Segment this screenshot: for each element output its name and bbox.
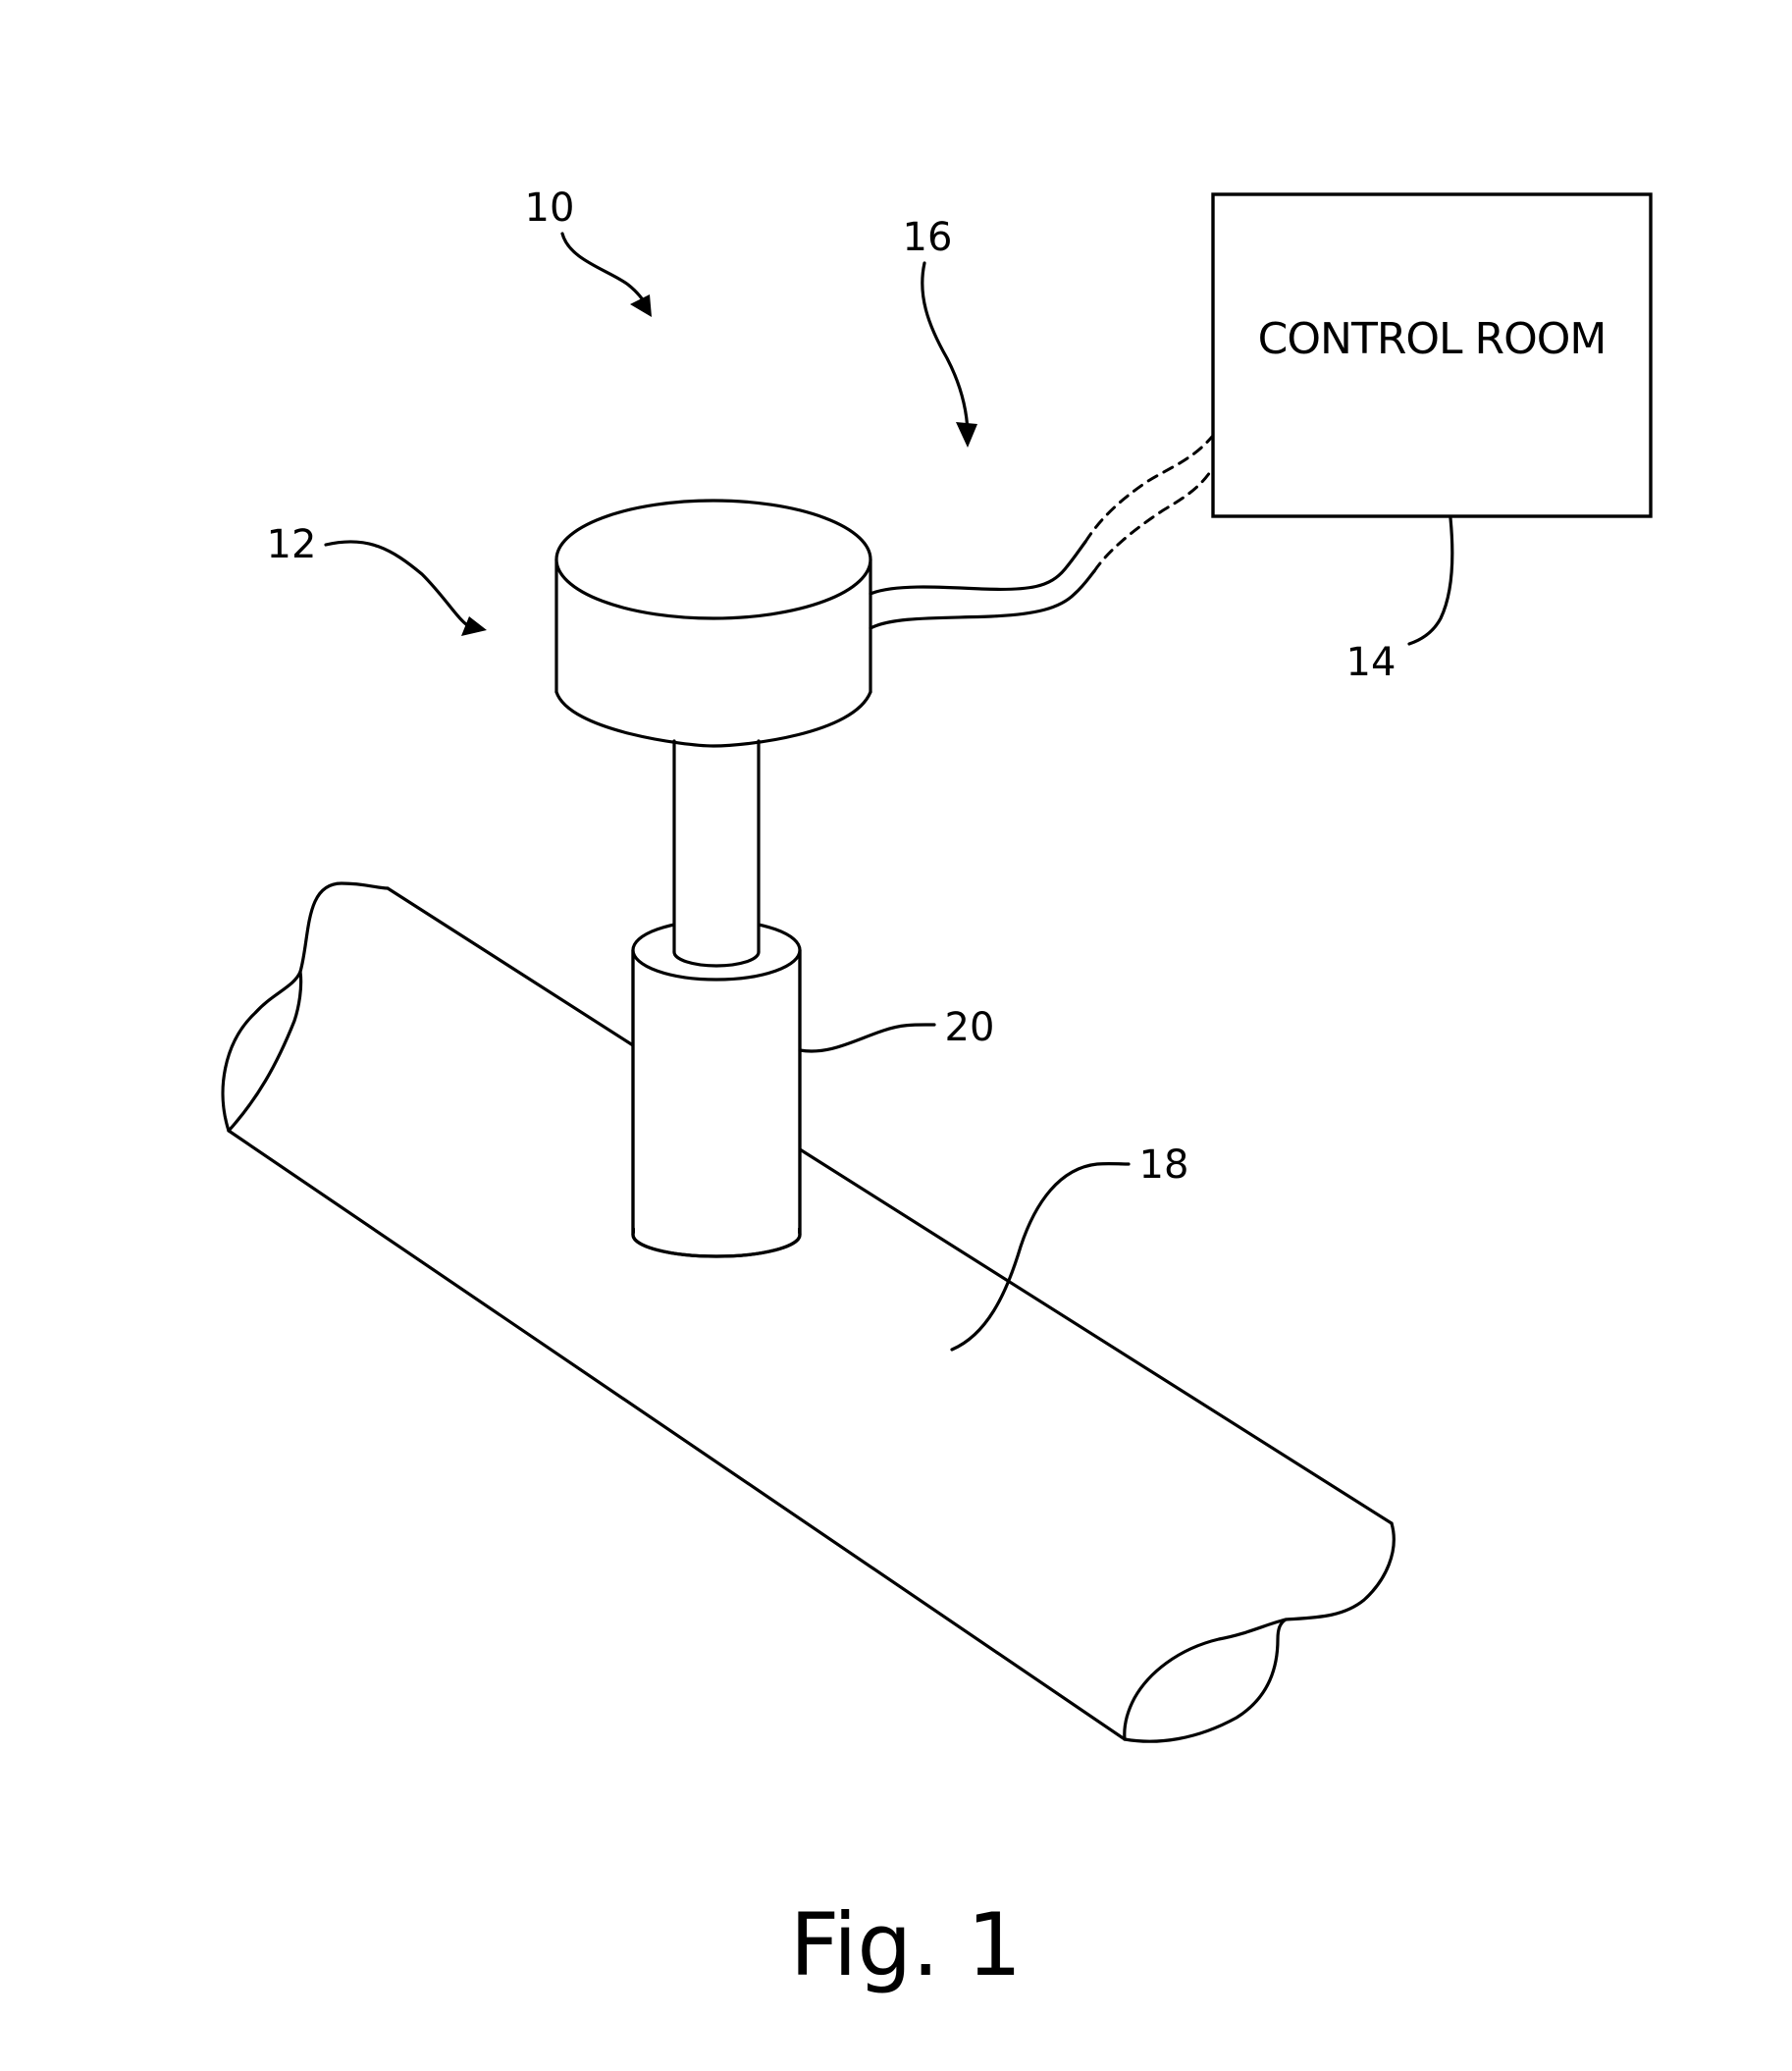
arrowhead-12 bbox=[461, 616, 487, 636]
sensor-shaft bbox=[674, 741, 759, 966]
ref-label-10: 10 bbox=[525, 186, 575, 231]
pipe-left-end-inner bbox=[229, 972, 301, 1131]
leader-12: 12 bbox=[267, 522, 487, 636]
ref-label-14: 14 bbox=[1346, 640, 1397, 685]
fitting-cylinder bbox=[633, 921, 800, 1256]
control-room-box: CONTROL ROOM bbox=[1213, 194, 1651, 516]
signal-cable bbox=[870, 437, 1212, 628]
cable-dashed-lower bbox=[1094, 469, 1212, 571]
transmitter-head bbox=[556, 501, 870, 746]
cable-solid-lower bbox=[870, 571, 1094, 628]
leader-10: 10 bbox=[525, 186, 652, 317]
pipe-right-end bbox=[1125, 1523, 1394, 1739]
ref-label-18: 18 bbox=[1139, 1142, 1189, 1188]
pipe bbox=[223, 883, 1394, 1741]
cable-solid-upper bbox=[870, 542, 1085, 594]
fitting-body-cover bbox=[635, 950, 798, 1235]
leader-14: 14 bbox=[1346, 518, 1452, 685]
pipe-left-end bbox=[223, 883, 388, 1131]
leader-16: 16 bbox=[903, 215, 977, 448]
arrowhead-16 bbox=[956, 422, 977, 448]
ref-label-20: 20 bbox=[945, 1005, 995, 1050]
pipe-top-edge bbox=[388, 888, 633, 1045]
shaft-body bbox=[674, 741, 759, 962]
head-top bbox=[556, 501, 870, 618]
figure-caption: Fig. 1 bbox=[790, 1894, 1022, 1995]
pipe-top-edge-right bbox=[800, 1149, 1392, 1523]
leader-20: 20 bbox=[800, 1005, 994, 1051]
head-bottom-edge bbox=[556, 692, 870, 746]
ref-label-12: 12 bbox=[267, 522, 317, 567]
ref-label-16: 16 bbox=[903, 215, 953, 260]
control-room-label: CONTROL ROOM bbox=[1258, 314, 1607, 364]
